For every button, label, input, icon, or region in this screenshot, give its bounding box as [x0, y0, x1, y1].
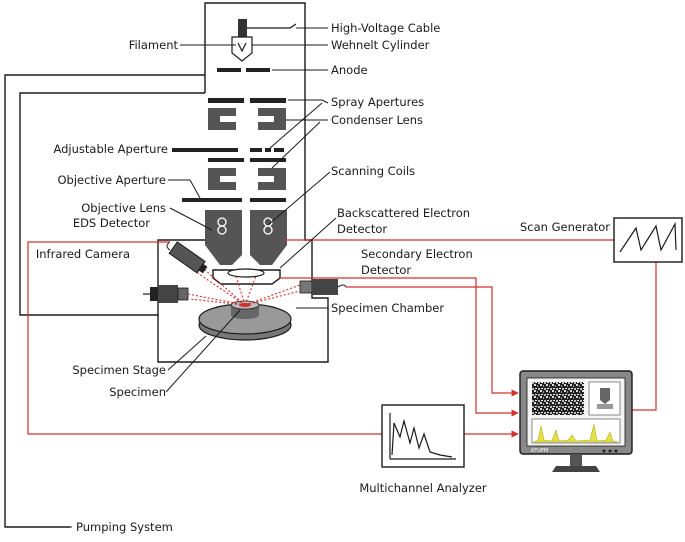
label-specimen: Specimen: [109, 385, 166, 399]
label-specimen-stage: Specimen Stage: [72, 363, 166, 377]
scanning-coil-left: [208, 168, 236, 190]
eds-detector: [168, 241, 208, 274]
sem-image: [532, 382, 584, 415]
anode-right: [246, 68, 270, 72]
label-condenser-lens: Condenser Lens: [331, 113, 423, 127]
label-eds-detector: EDS Detector: [73, 216, 150, 230]
scanning-coil-right: [258, 168, 286, 190]
label-specimen-chamber: Specimen Chamber: [331, 301, 444, 315]
label-adjustable-aperture: Adjustable Aperture: [53, 142, 168, 156]
monitor: [519, 370, 633, 472]
spectrum-peaks: [533, 423, 619, 443]
secondary-electron-detector: [299, 279, 347, 295]
label-bse-detector-line2: Detector: [337, 222, 387, 236]
signal-lines: [27, 239, 657, 438]
filament-rod: [238, 19, 247, 37]
label-scan-generator: Scan Generator: [520, 220, 610, 234]
condenser-assembly: [172, 98, 286, 202]
objective-aperture-plate: [182, 198, 242, 202]
multichannel-analyzer: [381, 404, 465, 468]
condenser-lens-right: [258, 108, 286, 130]
label-multichannel-analyzer: Multichannel Analyzer: [359, 481, 487, 495]
label-bse-detector-line1: Backscattered Electron: [337, 206, 470, 220]
label-se-detector-line2: Detector: [361, 263, 411, 277]
labels: High-Voltage Cable Filament Wehnelt Cyli…: [36, 21, 610, 534]
emission-rays: [187, 269, 301, 306]
leader-lines: [18, 27, 337, 528]
scan-generator: [613, 217, 683, 263]
label-objective-lens: Objective Lens: [81, 201, 166, 215]
label-objective-aperture: Objective Aperture: [57, 173, 166, 187]
condenser-lens-left: [208, 108, 236, 130]
wehnelt-cylinder: [231, 36, 253, 62]
infrared-camera: [143, 285, 189, 303]
label-high-voltage-cable: High-Voltage Cable: [331, 21, 440, 35]
filament-tip: [237, 42, 247, 53]
specimen-stage: [198, 300, 292, 341]
label-spray-apertures: Spray Apertures: [331, 95, 424, 109]
label-pumping-system: Pumping System: [76, 520, 173, 534]
label-infrared-camera: Infrared Camera: [36, 247, 130, 261]
bse-detector: [212, 268, 281, 285]
label-wehnelt-cylinder: Wehnelt Cylinder: [331, 38, 430, 52]
monitor-brand-label: KFUPM: [531, 448, 548, 454]
spectrum-panel: [531, 418, 621, 444]
high-voltage-cable: [247, 23, 297, 29]
label-filament: Filament: [129, 38, 179, 52]
anode-left: [217, 68, 241, 72]
electron-gun: [217, 19, 297, 72]
label-anode: Anode: [331, 63, 368, 77]
label-se-detector-line1: Secondary Electron: [361, 247, 473, 261]
objective-lens: [205, 210, 287, 265]
label-scanning-coils: Scanning Coils: [331, 164, 415, 178]
